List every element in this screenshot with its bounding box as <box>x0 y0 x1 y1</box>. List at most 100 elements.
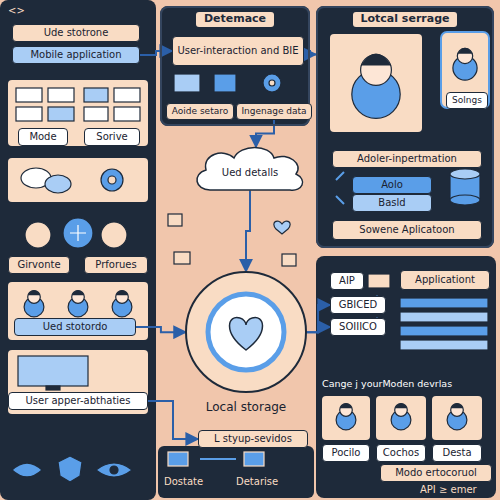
node-text: Basld <box>378 197 405 209</box>
chat-icons <box>21 168 123 193</box>
label-text: Cange j yourModen devrlas <box>322 378 452 389</box>
panel-heading: Lotcal serrage <box>353 12 458 27</box>
node-text: Ude stotrone <box>44 27 109 39</box>
icon-label: Aoide setaro <box>166 103 234 120</box>
note-text: Cange j yourModen devrlas <box>322 378 452 390</box>
panel-ground <box>316 256 496 498</box>
node-text: Aoide setaro <box>172 106 228 116</box>
window-icons <box>16 88 140 121</box>
person-icons <box>336 403 467 430</box>
circle-outline <box>182 270 310 418</box>
footer-text: API ≥ emer <box>420 484 477 496</box>
process-box: Modo ertocoruol <box>380 464 492 482</box>
storage-bar: Aolo <box>352 176 432 194</box>
panel-ground <box>160 6 310 126</box>
portrait-frame <box>432 396 482 440</box>
icon-box <box>8 282 148 340</box>
connector <box>136 327 186 332</box>
tag-box: GBICED <box>330 296 386 314</box>
node-text: Cochos <box>383 447 419 459</box>
storage-circle: Local storage <box>182 270 310 418</box>
icon-label: Ingenage data <box>236 103 312 120</box>
node-text: Pocilo <box>332 447 361 459</box>
header-bar: Ude stotrone <box>12 24 140 42</box>
small-icons <box>168 214 296 266</box>
cloud-shape: Ued detalls <box>190 140 310 195</box>
monitor-icon <box>18 356 88 390</box>
icon-label: Girvonte <box>8 256 70 274</box>
connector <box>306 305 330 332</box>
bottom-bar <box>158 446 314 498</box>
node-text: Ingenage data <box>241 106 306 116</box>
profile-icons <box>25 218 127 248</box>
phone-icon <box>441 32 489 108</box>
icon-box <box>8 80 148 146</box>
icon-label: Mode <box>18 128 68 146</box>
tag-box: SOIIICO <box>330 318 386 336</box>
node-text: SOIIICO <box>339 321 377 333</box>
connector <box>148 401 198 439</box>
process-box: Sowene Aplicatoon <box>332 220 482 240</box>
process-box: Ued stotordo <box>14 318 136 336</box>
phone-panel <box>0 0 156 500</box>
bottom-icons <box>168 452 264 466</box>
node-text: Adoler-inpertmation <box>357 153 457 165</box>
node-text: Aolo <box>381 179 403 191</box>
icon-label: Sorive <box>84 128 140 146</box>
icon-label: Solngs <box>446 92 488 109</box>
node-text: Local storage <box>206 401 287 415</box>
app-bar: Mobile application <box>12 46 140 64</box>
process-box: User apper-abthaties <box>8 392 148 410</box>
panel: SolngsAdoler-inpertmationAoloBasldSowene… <box>316 6 494 248</box>
panel: User-interaction and BIE Aoide setaro Inge… <box>160 6 310 126</box>
process-box: User-interaction and BIE <box>172 36 304 66</box>
node-text: User-interaction and BIE <box>177 45 298 57</box>
panel-icons <box>174 74 281 92</box>
tag-box: AIP <box>330 272 364 290</box>
node-text: Prforues <box>95 259 136 271</box>
node-text: Sorive <box>96 131 127 143</box>
icon-box <box>8 350 148 414</box>
panel-ground <box>316 6 494 248</box>
process-box: Adoler-inpertmation <box>332 150 482 168</box>
node-text: Mobile application <box>30 49 121 61</box>
node-text: Sowene Aplicatoon <box>359 224 454 236</box>
storage-bar: Basld <box>352 194 432 212</box>
node-text: Modo ertocoruol <box>395 467 477 479</box>
portrait-frame <box>330 34 422 132</box>
icon-box <box>8 158 148 202</box>
bottom-icons <box>12 456 132 482</box>
node-text: GBICED <box>339 299 378 311</box>
portrait-frame <box>376 396 426 440</box>
icon-caption: Dostate <box>164 476 203 488</box>
panel-heading: Detemace <box>196 12 274 27</box>
node-text: Ued detalls <box>222 167 278 179</box>
node-text: Solngs <box>452 95 482 105</box>
node-text: AIP <box>339 275 355 287</box>
label-text: Detarise <box>236 476 278 487</box>
node-text: L styup-sevidos <box>214 433 292 445</box>
icon-label: Prforues <box>84 256 148 274</box>
icon-caption: Detarise <box>236 476 278 488</box>
code-symbol: <> <box>8 5 25 17</box>
process-box: L styup-sevidos <box>198 430 308 448</box>
node-text: Girvonte <box>17 259 60 271</box>
portrait-frame <box>322 396 370 440</box>
node-text: Applicationt <box>415 274 475 286</box>
connector <box>306 327 330 332</box>
process-box: Applicationt <box>400 270 490 290</box>
node-text: Desta <box>442 447 471 459</box>
person-label: Pocilo <box>322 444 370 462</box>
node-text: Ued stotordo <box>43 321 108 333</box>
person-label: Desta <box>432 444 482 462</box>
person-label: Cochos <box>376 444 426 462</box>
node-text: Mode <box>29 131 56 143</box>
label-text: Dostate <box>164 476 203 487</box>
label-text: API ≥ emer <box>420 484 477 495</box>
label-text: <> <box>8 5 25 16</box>
connector <box>304 51 316 54</box>
node-text: User apper-abthaties <box>26 395 131 407</box>
connector <box>140 51 172 55</box>
